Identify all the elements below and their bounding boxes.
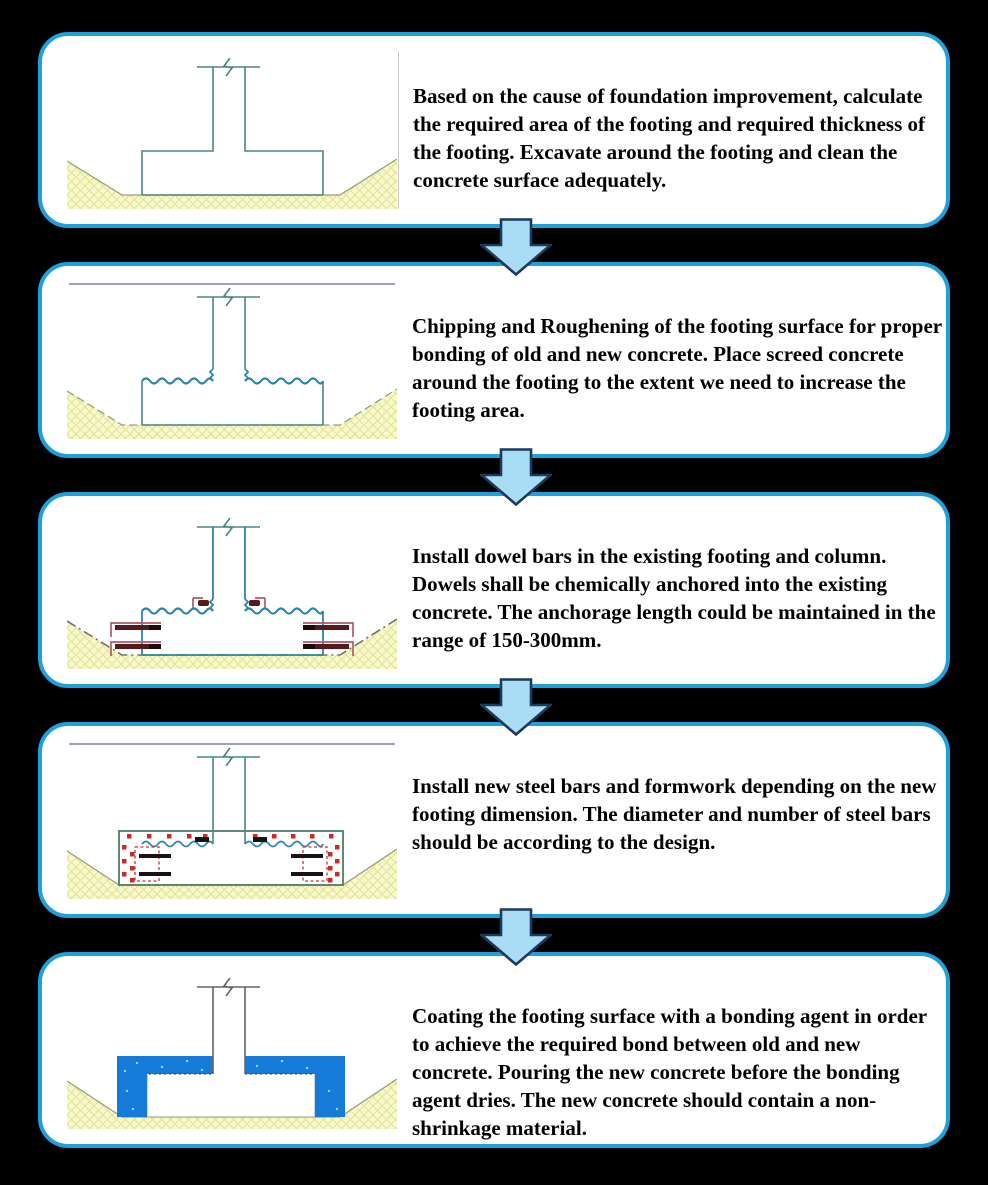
footing-illustration-step1 xyxy=(66,51,399,209)
down-arrow-connector-3 xyxy=(480,678,552,736)
step-description-5: Coating the footing surface with a bondi… xyxy=(412,1004,927,1140)
process-step-box-1: Based on the cause of foundation improve… xyxy=(38,32,950,228)
down-arrow-icon xyxy=(480,448,552,506)
footing-illustration-step2 xyxy=(66,281,398,439)
step-description-2: Chipping and Roughening of the footing s… xyxy=(412,314,942,422)
concrete-speckles xyxy=(123,1059,339,1111)
step-description-3: Install dowel bars in the existing footi… xyxy=(412,544,936,652)
step-description-1: Based on the cause of foundation improve… xyxy=(413,84,925,192)
process-step-box-5: Coating the footing surface with a bondi… xyxy=(38,952,950,1148)
dowel-bars-diagram xyxy=(67,517,397,669)
process-step-box-4: Install new steel bars and formwork depe… xyxy=(38,722,950,918)
steel-bars-formwork-diagram xyxy=(67,743,397,899)
process-step-box-2: Chipping and Roughening of the footing s… xyxy=(38,262,950,458)
down-arrow-connector-2 xyxy=(480,448,552,506)
step-description-4: Install new steel bars and formwork depe… xyxy=(412,774,937,854)
down-arrow-icon xyxy=(480,908,552,966)
down-arrow-icon xyxy=(480,218,552,276)
new-concrete-jacket-diagram xyxy=(67,977,397,1129)
footing-illustration-step4 xyxy=(66,741,398,899)
rebar-dots xyxy=(122,834,340,883)
down-arrow-icon xyxy=(480,678,552,736)
down-arrow-connector-4 xyxy=(480,908,552,966)
footing-illustration-step3 xyxy=(66,511,398,669)
down-arrow-connector-1 xyxy=(480,218,552,276)
process-step-box-3: Install dowel bars in the existing footi… xyxy=(38,492,950,688)
chipped-footing-diagram xyxy=(67,283,397,439)
existing-footing-diagram xyxy=(67,57,397,209)
footing-illustration-step5 xyxy=(66,971,398,1129)
